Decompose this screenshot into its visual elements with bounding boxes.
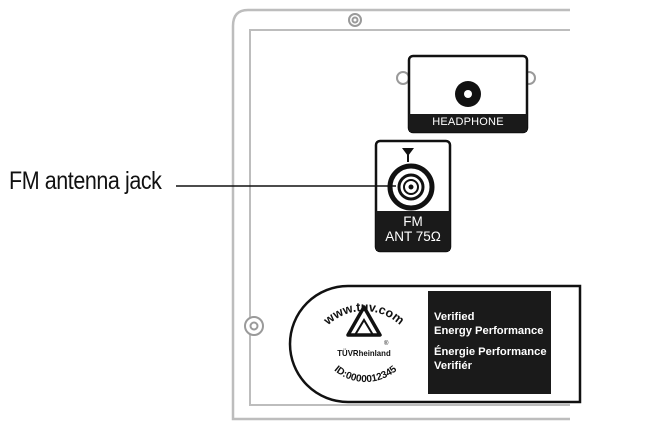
fm-antenna-callout: FM antenna jack (9, 167, 162, 195)
panel-outline (231, 8, 570, 421)
coax-connector-icon (387, 163, 435, 211)
energy-line-4: Verifiér (434, 360, 472, 372)
fm-label-line1: FM (403, 214, 423, 229)
energy-line-1: Verified (434, 311, 475, 323)
energy-line-2: Energy Performance (434, 325, 544, 337)
registered-mark: ® (384, 340, 389, 347)
tuv-brand-text: TÜVRheinland (337, 348, 391, 358)
antenna-icon (402, 148, 414, 162)
energy-verification-box: Verified Energy Performance Énergie Perf… (428, 303, 551, 394)
screw-hole-icon (244, 316, 264, 336)
headphone-jack[interactable] (396, 54, 536, 134)
fm-antenna-label: FM ANT 75Ω (376, 214, 450, 244)
headphone-label: HEADPHONE (432, 116, 504, 128)
fm-label-line2: ANT 75Ω (385, 229, 441, 244)
screw-hole-icon (348, 13, 362, 27)
certification-label: www.tuv.com ID:0000012345 ® (288, 284, 582, 404)
energy-line-3: Énergie Performance (434, 346, 547, 358)
fm-antenna-jack[interactable] (374, 139, 452, 253)
tuv-triangle-logo (346, 305, 382, 337)
